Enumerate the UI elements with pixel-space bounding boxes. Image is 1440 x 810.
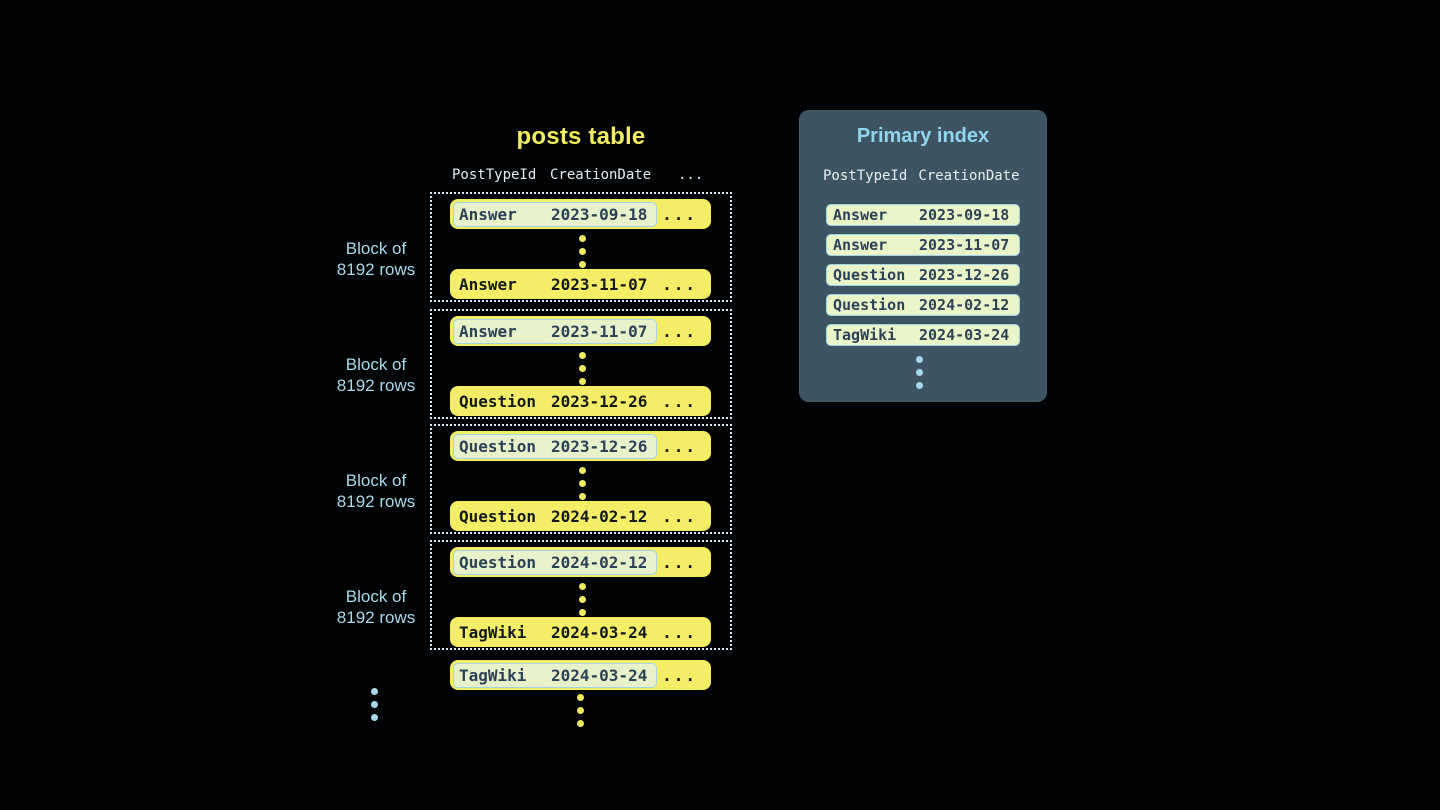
table-row: Answer 2023-11-07 ... [450,316,711,346]
vertical-ellipsis-dots [577,694,584,727]
vertical-ellipsis-dots [579,583,586,616]
dot [579,467,586,474]
table-row: Answer 2023-09-18 ... [450,199,711,229]
dot [579,480,586,487]
index-mark-highlight: Answer 2023-09-18 [453,201,657,227]
primary-index-column-header: PostTypeId CreationDate [823,168,1043,184]
index-mark-highlight: Answer 2023-11-07 [453,318,657,344]
dot [579,261,586,268]
dot [371,714,378,721]
dot [579,248,586,255]
index-row: Question 2024-02-12 [826,294,1020,316]
column-posttypeid: PostTypeId [823,168,908,184]
vertical-ellipsis-dots [579,467,586,500]
row-ellipsis: ... [662,274,697,294]
table-row: Question 2024-02-12 ... [450,501,711,531]
block-label: Block of 8192 rows [336,471,416,511]
row-ellipsis: ... [662,622,697,642]
row-values: Answer 2023-11-07 [459,274,648,294]
dot [579,493,586,500]
dot [916,356,923,363]
dot [577,694,584,701]
table-row: Question 2023-12-26 ... [450,431,711,461]
vertical-ellipsis-dots [371,688,378,721]
row-ellipsis: ... [662,665,697,685]
row-ellipsis: ... [662,506,697,526]
index-mark-highlight: Question 2023-12-26 [453,433,657,459]
row-values: TagWiki 2024-03-24 [459,622,648,642]
block-label: Block of 8192 rows [336,355,416,395]
row-ellipsis: ... [662,436,697,456]
row-block-2: Answer 2023-11-07 ... Question 2023-12-2… [430,309,732,419]
dot [579,596,586,603]
row-values: Question 2023-12-26 [459,391,648,411]
dot [579,365,586,372]
vertical-ellipsis-dots [916,356,923,389]
block-label: Block of 8192 rows [336,587,416,627]
dot [579,235,586,242]
row-block-3: Question 2023-12-26 ... Question 2024-02… [430,424,732,534]
dot [916,369,923,376]
column-posttypeid: PostTypeId [452,167,537,183]
dot [579,609,586,616]
row-block-1: Answer 2023-09-18 ... Answer 2023-11-07 … [430,192,732,302]
index-mark-highlight: Question 2024-02-12 [453,549,657,575]
row-ellipsis: ... [662,321,697,341]
index-row: TagWiki 2024-03-24 [826,324,1020,346]
column-creationdate: CreationDate [550,167,652,183]
index-mark-highlight: TagWiki 2024-03-24 [453,662,657,688]
index-row: Question 2023-12-26 [826,264,1020,286]
row-ellipsis: ... [662,391,697,411]
table-row: Question 2023-12-26 ... [450,386,711,416]
primary-index-panel: Primary index PostTypeId CreationDate An… [799,110,1047,402]
vertical-ellipsis-dots [579,352,586,385]
dot [577,720,584,727]
row-ellipsis: ... [662,204,697,224]
table-row: Answer 2023-11-07 ... [450,269,711,299]
dot [579,378,586,385]
row-ellipsis: ... [662,552,697,572]
vertical-ellipsis-dots [579,235,586,268]
dot [579,352,586,359]
dot [579,583,586,590]
table-row: TagWiki 2024-03-24 ... [450,617,711,647]
block-label: Block of 8192 rows [336,239,416,279]
posts-table-column-header: PostTypeId CreationDate ... [452,167,732,183]
dot [577,707,584,714]
index-row: Answer 2023-11-07 [826,234,1020,256]
table-row-overflow: TagWiki 2024-03-24 ... [450,660,711,690]
primary-index-title: Primary index [856,125,990,147]
column-creationdate: CreationDate [918,168,1020,184]
column-ellipsis: ... [678,167,704,183]
dot [371,688,378,695]
table-row: Question 2024-02-12 ... [450,547,711,577]
dot [371,701,378,708]
dot [916,382,923,389]
row-values: Question 2024-02-12 [459,506,648,526]
posts-table-title: posts table [516,123,646,150]
index-row: Answer 2023-09-18 [826,204,1020,226]
row-block-4: Question 2024-02-12 ... TagWiki 2024-03-… [430,540,732,650]
